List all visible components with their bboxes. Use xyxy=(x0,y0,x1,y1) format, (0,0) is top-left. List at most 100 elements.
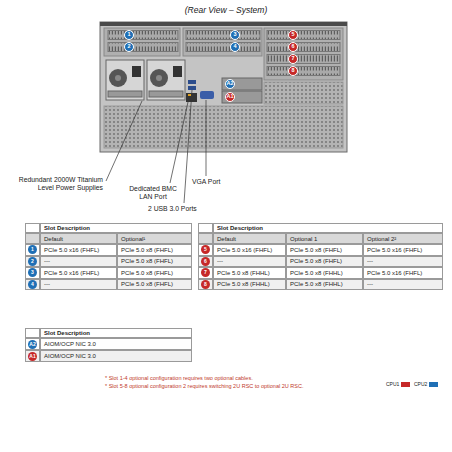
table-cell xyxy=(198,223,213,233)
cell-text: PCIe 5.0 x16 (FHFL) xyxy=(367,270,422,276)
table-cell: Optional 1 xyxy=(286,233,363,244)
component-caption: VGA Port xyxy=(192,178,232,186)
table-cell xyxy=(198,233,213,244)
callout-number: 1 xyxy=(28,245,37,254)
cell-text: Slot Description xyxy=(217,225,263,231)
table-cell: Default xyxy=(213,233,286,244)
table-cell: --- xyxy=(213,256,286,268)
table-cell: PCIe 5.0 x8 (FHFL) xyxy=(117,279,192,291)
cell-text: PCIe 5.0 x8 (FHFL) xyxy=(121,258,173,264)
callout-number: 3 xyxy=(230,30,240,40)
cell-text: PCIe 5.0 x16 (FHFL) xyxy=(367,247,422,253)
table-cell: --- xyxy=(363,256,443,268)
callout-number: 3 xyxy=(28,268,37,277)
footnote: * Slot 5-8 optional configuration 2 requ… xyxy=(105,383,303,390)
cell-text: --- xyxy=(367,281,373,287)
cell-text: PCIe 5.0 x16 (FHFL) xyxy=(44,270,99,276)
table-cell: AIOM/OCP NIC 3.0 xyxy=(40,338,192,350)
cell-text: PCIe 5.0 x16 (FHFL) xyxy=(44,247,99,253)
cell-text: --- xyxy=(217,258,223,264)
table-cell: --- xyxy=(363,279,443,291)
cell-text: PCIe 5.0 x8 (FHHL) xyxy=(217,270,270,276)
table-cell: Optional 2² xyxy=(363,233,443,244)
callout-number: 6 xyxy=(201,257,210,266)
callout-number: A2 xyxy=(28,340,37,349)
callout-number: 8 xyxy=(288,66,298,76)
table-cell: PCIe 5.0 x8 (FHFL) xyxy=(286,256,363,268)
cell-text: PCIe 5.0 x8 (FHFL) xyxy=(121,247,173,253)
table-cell: 6 xyxy=(198,256,213,268)
cell-text: Slot Description xyxy=(44,225,90,231)
table-cell: PCIe 5.0 x8 (FHHL) xyxy=(286,279,363,291)
cell-text: PCIe 5.0 x8 (FHFL) xyxy=(121,270,173,276)
table-cell: 4 xyxy=(25,279,40,291)
cell-text: PCIe 5.0 x8 (FHFL) xyxy=(290,258,342,264)
cell-text: Optional¹ xyxy=(121,236,145,242)
cell-text: Slot Description xyxy=(44,330,90,336)
callout-number: A1 xyxy=(225,92,235,102)
table-cell: --- xyxy=(40,279,117,291)
cell-text: Optional 2² xyxy=(367,236,396,242)
table-cell: Optional¹ xyxy=(117,233,192,244)
table-cell: 5 xyxy=(198,244,213,256)
table-cell: PCIe 5.0 x8 (FHFL) xyxy=(117,267,192,279)
cell-text: PCIe 5.0 x8 (FHHL) xyxy=(290,270,343,276)
table-cell: PCIe 5.0 x8 (FHHL) xyxy=(213,267,286,279)
callout-number: 5 xyxy=(201,245,210,254)
callout-number: 7 xyxy=(288,54,298,64)
table-cell: Default xyxy=(40,233,117,244)
cell-text: AIOM/OCP NIC 3.0 xyxy=(44,341,96,347)
cell-text: PCIe 5.0 x8 (FHFL) xyxy=(290,247,342,253)
table-cell: PCIe 5.0 x16 (FHFL) xyxy=(40,267,117,279)
table-cell: Slot Description xyxy=(40,223,192,233)
legend-item: CPU1 xyxy=(386,381,410,387)
callout-number: 4 xyxy=(230,42,240,52)
cell-text: Optional 1 xyxy=(290,236,317,242)
cell-text: PCIe 5.0 x8 (FHFL) xyxy=(121,281,173,287)
table-cell: PCIe 5.0 x8 (FHFL) xyxy=(117,244,192,256)
table-cell xyxy=(25,233,40,244)
table-cell: PCIe 5.0 x16 (FHFL) xyxy=(363,267,443,279)
table-cell: --- xyxy=(40,256,117,268)
cell-text: --- xyxy=(367,258,373,264)
table-cell xyxy=(25,223,40,233)
cell-text: --- xyxy=(44,281,50,287)
callout-number: A2 xyxy=(225,79,235,89)
table-cell: A2 xyxy=(25,338,40,350)
table-cell: AIOM/OCP NIC 3.0 xyxy=(40,350,192,362)
callout-number: 4 xyxy=(28,280,37,289)
table-cell: 2 xyxy=(25,256,40,268)
cell-text: PCIe 5.0 x8 (FHHL) xyxy=(217,281,270,287)
table-cell: PCIe 5.0 x8 (FHFL) xyxy=(117,256,192,268)
table-cell: 7 xyxy=(198,267,213,279)
table-cell: PCIe 5.0 x16 (FHFL) xyxy=(40,244,117,256)
cell-text: PCIe 5.0 x8 (FHHL) xyxy=(290,281,343,287)
callout-number: 1 xyxy=(124,30,134,40)
callout-number: 8 xyxy=(201,280,210,289)
table-cell: 3 xyxy=(25,267,40,279)
table-cell: PCIe 5.0 x8 (FHHL) xyxy=(286,267,363,279)
legend-text: CPU1 xyxy=(386,381,399,387)
callout-number: 6 xyxy=(288,42,298,52)
table-cell xyxy=(25,328,40,338)
cell-text: AIOM/OCP NIC 3.0 xyxy=(44,353,96,359)
cell-text: Default xyxy=(44,236,63,242)
figure-title: (Rear View – System) xyxy=(0,5,452,15)
legend-text: CPU2 xyxy=(414,381,427,387)
component-caption: Dedicated BMC LAN Port xyxy=(126,185,180,201)
callout-number: 2 xyxy=(124,42,134,52)
callout-number: 2 xyxy=(28,257,37,266)
table-cell: Slot Description xyxy=(213,223,443,233)
table-cell: Slot Description xyxy=(40,328,192,338)
component-caption: Redundant 2000W Titanium Level Power Sup… xyxy=(3,176,103,192)
table-cell: 1 xyxy=(25,244,40,256)
legend-swatch xyxy=(429,382,438,387)
table-cell: 8 xyxy=(198,279,213,291)
legend-item: CPU2 xyxy=(414,381,438,387)
callout-number: 7 xyxy=(201,268,210,277)
footnote: * Slot 1-4 optional configuration requir… xyxy=(105,375,253,382)
table-cell: A1 xyxy=(25,350,40,362)
cell-text: PCIe 5.0 x16 (FHFL) xyxy=(217,247,272,253)
cell-text: --- xyxy=(44,258,50,264)
table-cell: PCIe 5.0 x16 (FHFL) xyxy=(213,244,286,256)
